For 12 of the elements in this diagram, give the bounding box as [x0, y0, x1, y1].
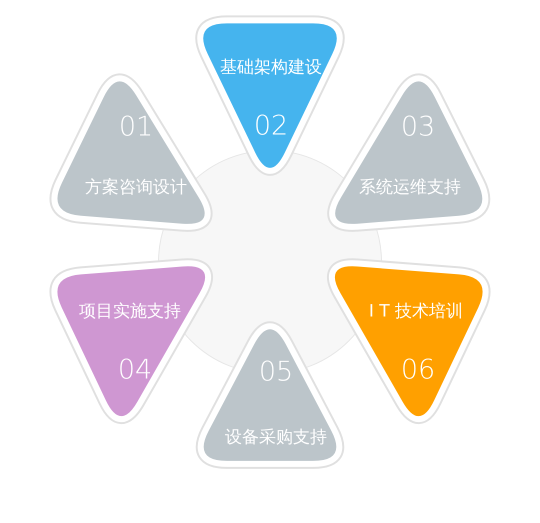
step-label: 系统运维支持	[359, 180, 461, 196]
step-label: 设备采购支持	[225, 430, 327, 446]
step-label: 项目实施支持	[79, 304, 181, 320]
step-number: 01	[118, 114, 154, 140]
step-label: 方案咨询设计	[85, 180, 187, 196]
step-number: 03	[400, 114, 436, 140]
step-label: 基础架构建设	[220, 60, 322, 76]
step-number: 05	[258, 358, 294, 386]
step-label: I T 技术培训	[368, 304, 464, 320]
step-number: 04	[118, 356, 152, 384]
step-number: 06	[400, 356, 436, 384]
step-number: 02	[254, 112, 288, 140]
